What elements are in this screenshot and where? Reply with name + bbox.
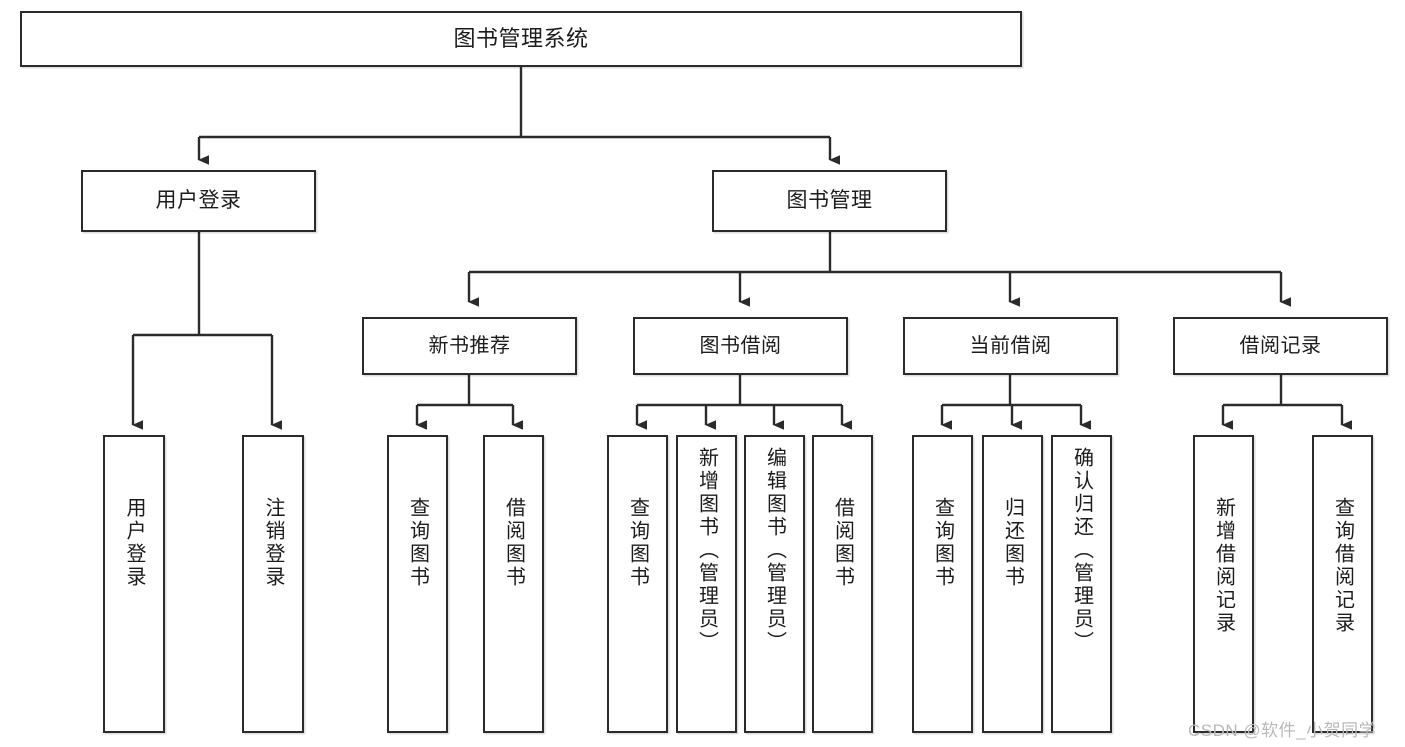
node-label: 借阅图书 xyxy=(502,497,525,589)
node-book-management[interactable]: 图书管理 xyxy=(712,170,947,232)
node-current-borrowing[interactable]: 当前借阅 xyxy=(903,317,1118,375)
leaf-user-login[interactable]: 用户登录 xyxy=(103,435,165,733)
node-label: 借阅图书 xyxy=(831,497,854,589)
leaf-edit-book-admin[interactable]: 编辑图书（管理员） xyxy=(744,435,805,733)
node-label: 编辑图书（管理员） xyxy=(763,447,786,654)
leaf-query-book-recommend[interactable]: 查询图书 xyxy=(387,435,448,733)
leaf-logout[interactable]: 注销登录 xyxy=(242,435,304,733)
node-borrow-records[interactable]: 借阅记录 xyxy=(1173,317,1388,375)
leaf-query-book-borrowing[interactable]: 查询图书 xyxy=(607,435,668,733)
node-label: 图书借阅 xyxy=(699,334,782,357)
leaf-add-borrow-record[interactable]: 新增借阅记录 xyxy=(1193,435,1254,733)
node-book-borrowing[interactable]: 图书借阅 xyxy=(633,317,848,375)
node-label: 借阅记录 xyxy=(1239,334,1322,357)
node-label: 用户登录 xyxy=(155,188,242,212)
node-label: 注销登录 xyxy=(262,497,284,589)
leaf-confirm-return-admin[interactable]: 确认归还（管理员） xyxy=(1051,435,1112,733)
node-label: 确认归还（管理员） xyxy=(1070,447,1093,654)
node-label: 新书推荐 xyxy=(428,334,511,357)
node-label: 新增图书（管理员） xyxy=(695,447,718,654)
node-user-login[interactable]: 用户登录 xyxy=(81,170,316,232)
leaf-add-book-admin[interactable]: 新增图书（管理员） xyxy=(676,435,737,733)
node-label: 用户登录 xyxy=(123,497,145,589)
leaf-borrow-book-recommend[interactable]: 借阅图书 xyxy=(483,435,544,733)
csdn-watermark: CSDN @软件_小贺同学 xyxy=(1188,721,1377,740)
node-label: 查询借阅记录 xyxy=(1331,497,1354,635)
node-label: 查询图书 xyxy=(931,497,954,589)
node-label: 新增借阅记录 xyxy=(1212,497,1235,635)
node-label: 查询图书 xyxy=(626,497,649,589)
node-label: 当前借阅 xyxy=(969,334,1052,357)
node-new-book-recommendation[interactable]: 新书推荐 xyxy=(362,317,577,375)
leaf-query-book-current[interactable]: 查询图书 xyxy=(912,435,973,733)
node-label: 归还图书 xyxy=(1001,497,1024,589)
node-label: 查询图书 xyxy=(406,497,429,589)
node-root-system[interactable]: 图书管理系统 xyxy=(20,11,1022,67)
leaf-return-book[interactable]: 归还图书 xyxy=(982,435,1043,733)
leaf-borrow-book[interactable]: 借阅图书 xyxy=(812,435,873,733)
node-label: 图书管理 xyxy=(786,188,873,212)
node-label: 图书管理系统 xyxy=(453,26,589,52)
leaf-query-borrow-record[interactable]: 查询借阅记录 xyxy=(1312,435,1373,733)
